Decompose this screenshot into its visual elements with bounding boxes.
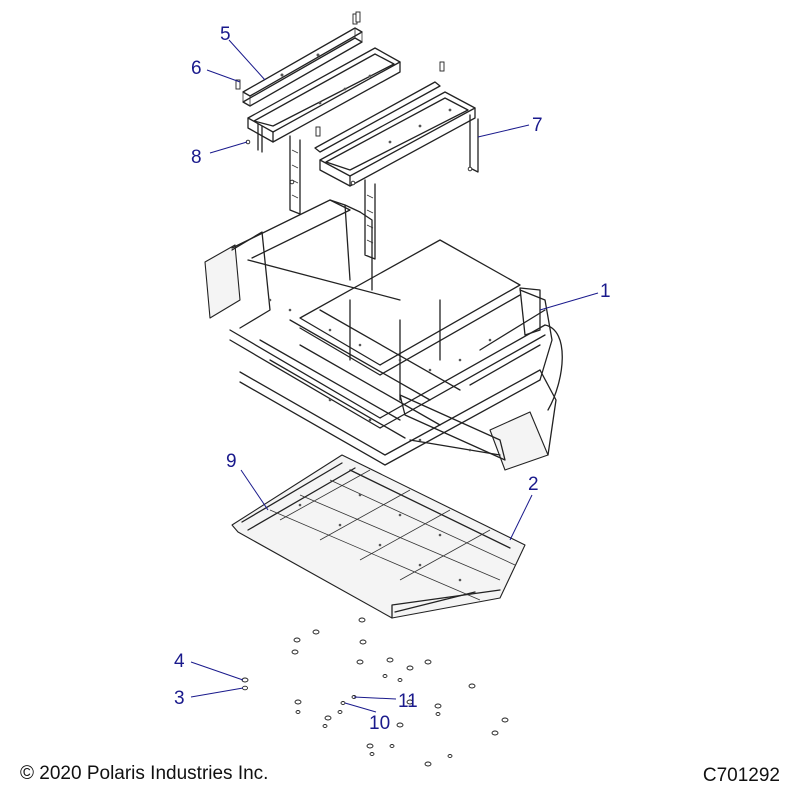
callouts: 5 6 7 8 1 9 2 4 3 11 10 <box>174 24 611 734</box>
callout-2: 2 <box>528 474 539 495</box>
callout-8: 8 <box>191 147 202 168</box>
loose-fasteners <box>241 617 509 767</box>
main-chassis-frame <box>204 199 563 471</box>
callout-3: 3 <box>174 688 185 709</box>
copyright-text: © 2020 Polaris Industries Inc. <box>20 763 269 784</box>
callout-5: 5 <box>220 24 231 45</box>
upper-rail-bar <box>242 27 363 107</box>
upper-fasteners <box>235 11 473 186</box>
upper-frame-front <box>314 81 479 260</box>
callout-4: 4 <box>174 651 185 672</box>
callout-7: 7 <box>532 115 543 136</box>
leader-lines <box>190 39 599 713</box>
upper-frame-rear <box>247 47 401 215</box>
callout-9: 9 <box>226 451 237 472</box>
skid-plate <box>231 454 526 619</box>
callout-11: 11 <box>398 691 418 712</box>
callout-1: 1 <box>600 281 611 302</box>
callout-10: 10 <box>369 713 390 734</box>
callout-6: 6 <box>191 58 202 79</box>
diagram-id: C701292 <box>702 765 780 786</box>
